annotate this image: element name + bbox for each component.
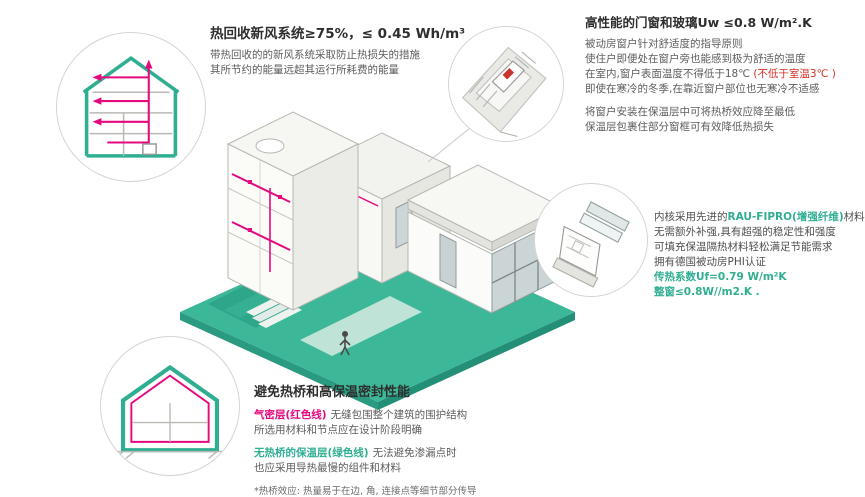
airtight-house-svg	[112, 364, 229, 459]
profile-metric-uw: 整窗≤0.8W//m2.K .	[654, 286, 760, 298]
windows-line: 即使在寒冷的冬季,在靠近窗户部位也无寒冷不适感	[585, 83, 820, 95]
thermal-break	[502, 68, 514, 80]
hrv-desc-line: 其所节约的能量远超其运行所耗费的能量	[210, 64, 399, 76]
frame-sill	[552, 257, 599, 288]
hrv-desc-line: 带热回收的的新风系统采取防止热损失的措施	[210, 49, 420, 61]
hrv-section-illustration	[56, 32, 206, 182]
profile-line: 无需额外补强,具有超强的稳定性和强度	[654, 226, 836, 238]
profile-line: 可填充保温隔热材料轻松满足节能需求	[654, 241, 833, 253]
profile-rau-fipro: RAU-FIPRO(增强纤维)	[727, 211, 844, 223]
hrv-house-section-svg	[82, 55, 180, 158]
airtight-text: 无缝包围整个建筑的围护结构	[330, 409, 468, 421]
floor-lines	[89, 91, 173, 156]
window-frame-profile-illustration	[534, 183, 648, 297]
hatch-lines	[469, 51, 537, 108]
airtight-line: 气密层(红色线)无缝包围整个建筑的围护结构	[254, 408, 599, 423]
thermal-footnote: *热桥效应: 热量易于在边, 角, 连接点等细节部分传导	[254, 486, 477, 497]
insulation-line: 无热桥的保温层(绿色线)无法避免渗漏点时	[254, 446, 599, 461]
hrv-unit	[142, 143, 157, 156]
windows-temp-line: 在室内,窗户表面温度不得低于18℃ (不低于室温3℃ )	[585, 67, 863, 82]
windows-temp-prefix: 在室内,窗户表面温度不得低于18℃	[585, 68, 754, 80]
frame-profile-svg	[552, 201, 630, 288]
frame-profile-annotation: 内核采用先进的RAU-FIPRO(增强纤维)材料 无需额外补强,具有超强的稳定性…	[654, 210, 865, 300]
airtight-line2: 所选用材料和节点应在设计阶段明确	[254, 424, 422, 436]
thermal-title: 避免热桥和高保温密封性能	[254, 385, 411, 400]
windows-line: 被动房窗户针对舒适度的指导原则	[585, 38, 743, 50]
windows-line: 保温层包裹住部分窗框可有效降低热损失	[585, 121, 774, 133]
profile-line: 拥有德国被动房PHI认证	[654, 256, 766, 268]
passive-house-cutaway-illustration	[150, 82, 580, 422]
airtight-layer-red	[130, 374, 210, 443]
insulation-text: 无法避免渗漏点时	[372, 447, 457, 459]
window-corner-svg	[461, 46, 547, 137]
insulation-line2: 也应采用导热最慢的组件和材料	[254, 462, 401, 474]
profile-metric-uf: 传热系数Uf=0.79 W/m²K	[654, 271, 787, 283]
person-figure	[339, 331, 351, 356]
window-corner-detail-illustration	[448, 26, 564, 142]
walkway	[300, 296, 422, 356]
windows-title: 高性能的门窗和玻璃Uw ≤0.8 W/m².K	[585, 15, 812, 30]
duct-lines	[231, 173, 291, 272]
profile-line1-prefix: 内核采用先进的	[654, 211, 728, 223]
glass-pane	[585, 201, 630, 232]
insulation-label: 无热桥的保温层(绿色线)	[254, 447, 369, 459]
airtight-label: 气密层(红色线)	[254, 409, 327, 421]
bathtub	[255, 138, 285, 154]
entrance-door	[439, 233, 457, 289]
house-cutaway-svg	[180, 111, 575, 410]
building-block-a	[226, 111, 360, 311]
windows-line: 将窗户安装在保温层中可将热桥效应降至最低	[585, 106, 795, 118]
windows-line: 使住户即便处在窗户旁也能感到极为舒适的温度	[585, 53, 806, 65]
profile-line1: 内核采用先进的RAU-FIPRO(增强纤维)材料	[654, 210, 865, 225]
windows-temp-red: (不低于室温3℃ )	[753, 68, 836, 80]
thermal-annotation: 避免热桥和高保温密封性能 气密层(红色线)无缝包围整个建筑的围护结构 所选用材料…	[254, 381, 599, 497]
profile-line1-suffix: 材料	[843, 211, 865, 223]
hrv-title: 热回收新风系统≥75%，≤ 0.45 Wh/m³	[210, 26, 466, 42]
house-outline	[82, 55, 180, 158]
windows-annotation: 高性能的门窗和玻璃Uw ≤0.8 W/m².K 被动房窗户针对舒适度的指导原则 …	[585, 12, 863, 135]
airtight-envelope-illustration	[100, 336, 240, 476]
ventilation-ducts	[92, 59, 153, 149]
hrv-annotation: 热回收新风系统≥75%，≤ 0.45 Wh/m³ 带热回收的的新风系统采取防止热…	[210, 22, 555, 78]
